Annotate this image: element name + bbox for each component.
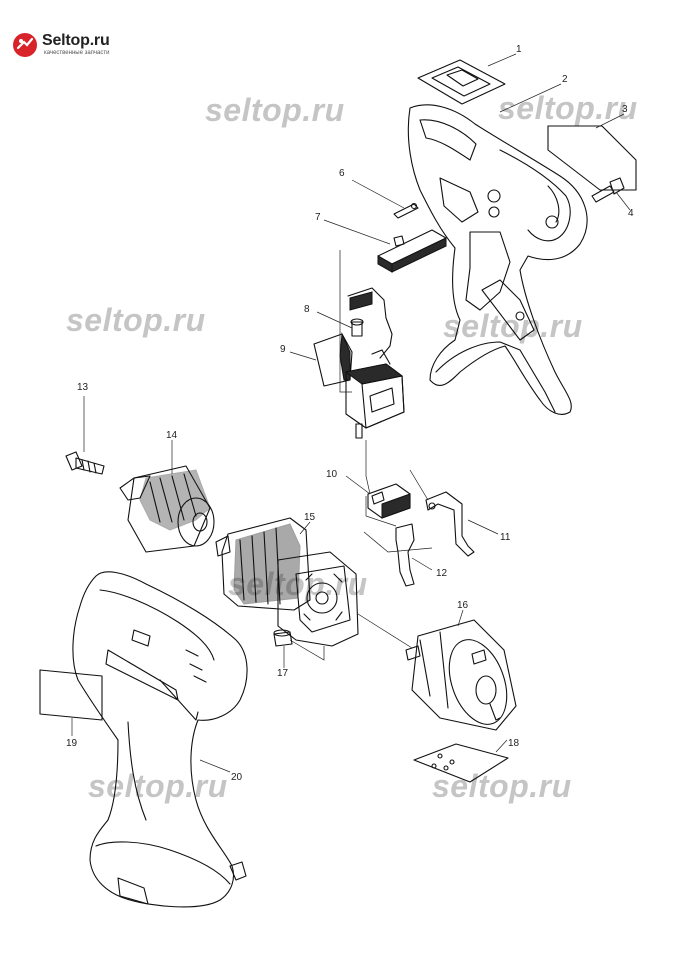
seltop-logo-icon bbox=[13, 33, 37, 57]
callout-6: 6 bbox=[339, 168, 345, 179]
switch-icon[interactable] bbox=[313, 287, 405, 439]
callout-15: 15 bbox=[304, 512, 316, 523]
callout-14: 14 bbox=[166, 430, 178, 441]
callout-19: 19 bbox=[66, 738, 78, 749]
screw-icon[interactable] bbox=[591, 177, 625, 203]
sponge-icon[interactable] bbox=[377, 229, 447, 273]
callout-7: 7 bbox=[315, 212, 321, 223]
terminal-icon[interactable] bbox=[367, 483, 411, 519]
gear-assembly-icon[interactable] bbox=[215, 517, 359, 647]
callout-11: 11 bbox=[500, 532, 511, 543]
watermark: seltop.ru bbox=[498, 90, 638, 126]
logo-subtitle: качественные запчасти bbox=[44, 50, 110, 56]
name-plate-icon[interactable] bbox=[547, 125, 637, 191]
housing-half-icon[interactable] bbox=[407, 104, 588, 415]
callout-4: 4 bbox=[628, 208, 634, 219]
callout-2: 2 bbox=[562, 74, 568, 85]
callout-18: 18 bbox=[508, 738, 520, 749]
lead-wire-icon[interactable] bbox=[395, 523, 415, 587]
watermark: seltop.ru bbox=[88, 768, 228, 804]
lead-wire-icon[interactable] bbox=[425, 491, 475, 557]
callout-3: 3 bbox=[622, 104, 628, 115]
site-logo[interactable]: Seltop.ru качественные запчасти bbox=[12, 30, 142, 60]
watermark: seltop.ru bbox=[432, 768, 572, 804]
pin-icon[interactable] bbox=[393, 202, 419, 219]
label-icon[interactable] bbox=[39, 669, 103, 721]
watermark: seltop.ru bbox=[443, 308, 583, 344]
watermark: seltop.ru bbox=[205, 92, 345, 128]
callout-8: 8 bbox=[304, 304, 310, 315]
housing-set-icon[interactable] bbox=[72, 571, 248, 908]
callout-numbers: 1 2 3 4 6 7 8 9 10 11 12 13 14 15 16 17 … bbox=[66, 44, 634, 783]
chuck-screw-icon[interactable] bbox=[65, 451, 105, 475]
dc-motor-icon[interactable] bbox=[405, 619, 517, 732]
logo-title: Seltop.ru bbox=[42, 32, 110, 49]
callout-20: 20 bbox=[231, 772, 243, 783]
callout-1: 1 bbox=[516, 44, 522, 55]
callout-16: 16 bbox=[457, 600, 469, 611]
drill-chuck-icon[interactable] bbox=[119, 465, 215, 553]
label-plate-icon[interactable] bbox=[417, 59, 506, 105]
insulation-plate-icon[interactable] bbox=[413, 743, 509, 783]
callout-13: 13 bbox=[77, 382, 89, 393]
callout-12: 12 bbox=[436, 568, 448, 579]
callout-17: 17 bbox=[277, 668, 289, 679]
leader-lines bbox=[71, 53, 631, 773]
callout-9: 9 bbox=[280, 344, 286, 355]
screw-icon[interactable] bbox=[350, 318, 364, 337]
watermark: seltop.ru bbox=[66, 302, 206, 338]
screw-icon[interactable] bbox=[273, 629, 293, 647]
callout-10: 10 bbox=[326, 469, 338, 480]
